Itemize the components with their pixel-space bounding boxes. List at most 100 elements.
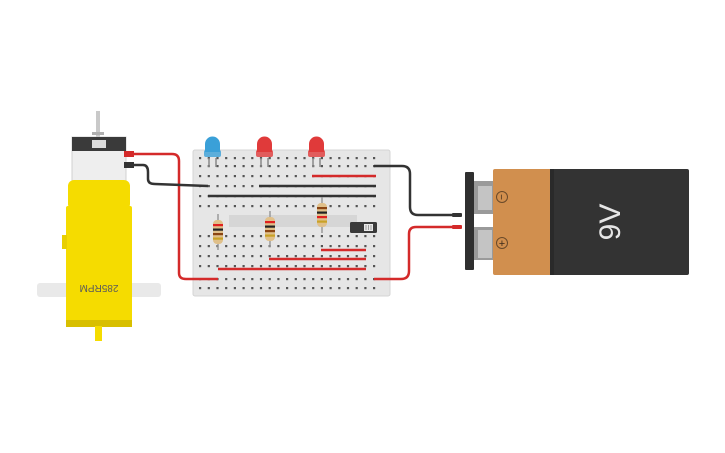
breadboard-hole[interactable] [286, 235, 289, 238]
breadboard-hole[interactable] [233, 205, 236, 208]
breadboard-hole[interactable] [251, 175, 254, 178]
breadboard-hole[interactable] [303, 287, 306, 290]
breadboard-hole[interactable] [216, 157, 219, 160]
breadboard-hole[interactable] [338, 245, 341, 248]
breadboard-hole[interactable] [242, 185, 245, 188]
breadboard-hole[interactable] [364, 235, 367, 238]
wire-battery-positive[interactable] [374, 225, 458, 281]
breadboard-hole[interactable] [225, 205, 228, 208]
breadboard-hole[interactable] [259, 255, 263, 258]
breadboard-hole[interactable] [233, 185, 236, 188]
breadboard-hole[interactable] [294, 245, 297, 248]
breadboard-hole[interactable] [225, 265, 228, 268]
battery-9v[interactable]: − + 9V [465, 169, 689, 275]
breadboard-hole[interactable] [346, 205, 350, 208]
breadboard-hole[interactable] [277, 255, 280, 258]
breadboard-hole[interactable] [373, 265, 376, 268]
breadboard-hole[interactable] [233, 287, 236, 290]
breadboard-hole[interactable] [233, 265, 236, 268]
breadboard-hole[interactable] [346, 287, 350, 290]
breadboard-hole[interactable] [277, 165, 280, 168]
breadboard-hole[interactable] [233, 278, 236, 281]
breadboard-hole[interactable] [320, 287, 323, 290]
breadboard-hole[interactable] [268, 205, 271, 208]
breadboard-hole[interactable] [259, 175, 263, 178]
breadboard-hole[interactable] [303, 165, 306, 168]
breadboard-hole[interactable] [233, 157, 236, 160]
breadboard-hole[interactable] [312, 265, 315, 268]
breadboard-hole[interactable] [312, 205, 315, 208]
breadboard-hole[interactable] [251, 235, 254, 238]
breadboard-hole[interactable] [199, 205, 202, 208]
breadboard-hole[interactable] [294, 235, 297, 238]
breadboard-hole[interactable] [199, 157, 202, 160]
breadboard-hole[interactable] [338, 205, 341, 208]
breadboard-hole[interactable] [373, 245, 376, 248]
breadboard-hole[interactable] [242, 265, 245, 268]
breadboard-hole[interactable] [320, 278, 323, 281]
breadboard-hole[interactable] [329, 205, 332, 208]
breadboard-hole[interactable] [346, 265, 350, 268]
breadboard-hole[interactable] [303, 205, 306, 208]
breadboard-hole[interactable] [251, 265, 254, 268]
breadboard-hole[interactable] [355, 265, 358, 268]
breadboard-hole[interactable] [259, 245, 263, 248]
breadboard-hole[interactable] [355, 205, 358, 208]
breadboard-hole[interactable] [233, 235, 236, 238]
breadboard-hole[interactable] [199, 265, 202, 268]
breadboard-hole[interactable] [320, 165, 323, 168]
breadboard-hole[interactable] [225, 255, 228, 258]
breadboard-hole[interactable] [294, 205, 297, 208]
breadboard-hole[interactable] [286, 278, 289, 281]
resistor-1[interactable] [213, 214, 223, 250]
breadboard-hole[interactable] [329, 265, 332, 268]
breadboard-hole[interactable] [329, 278, 332, 281]
slide-switch[interactable] [350, 222, 377, 233]
breadboard-hole[interactable] [216, 165, 219, 168]
breadboard-hole[interactable] [216, 205, 219, 208]
led-red-1[interactable] [256, 136, 273, 168]
breadboard-hole[interactable] [242, 205, 245, 208]
breadboard-hole[interactable] [320, 245, 323, 248]
breadboard-hole[interactable] [373, 287, 376, 290]
breadboard-hole[interactable] [242, 287, 245, 290]
breadboard-hole[interactable] [320, 157, 323, 160]
breadboard-hole[interactable] [329, 255, 332, 258]
breadboard-hole[interactable] [286, 265, 289, 268]
breadboard-hole[interactable] [373, 235, 376, 238]
breadboard-hole[interactable] [303, 265, 306, 268]
breadboard-hole[interactable] [251, 205, 254, 208]
breadboard-hole[interactable] [207, 245, 210, 248]
breadboard-hole[interactable] [216, 265, 219, 268]
breadboard-hole[interactable] [329, 245, 332, 248]
breadboard-hole[interactable] [373, 255, 376, 258]
breadboard-hole[interactable] [303, 235, 306, 238]
breadboard-hole[interactable] [364, 265, 367, 268]
breadboard-hole[interactable] [286, 245, 289, 248]
breadboard-hole[interactable] [199, 255, 202, 258]
breadboard-hole[interactable] [303, 175, 306, 178]
breadboard-hole[interactable] [251, 165, 254, 168]
breadboard-hole[interactable] [286, 175, 289, 178]
breadboard-hole[interactable] [268, 255, 271, 258]
breadboard-hole[interactable] [364, 287, 367, 290]
breadboard-hole[interactable] [277, 245, 280, 248]
breadboard-hole[interactable] [207, 185, 210, 188]
breadboard-hole[interactable] [355, 287, 358, 290]
breadboard-hole[interactable] [259, 287, 263, 290]
breadboard-hole[interactable] [346, 255, 350, 258]
breadboard-hole[interactable] [329, 287, 332, 290]
breadboard-hole[interactable] [312, 245, 315, 248]
breadboard-hole[interactable] [242, 157, 245, 160]
breadboard-hole[interactable] [225, 157, 228, 160]
breadboard-hole[interactable] [225, 185, 228, 188]
breadboard-hole[interactable] [364, 245, 367, 248]
breadboard-hole[interactable] [355, 245, 358, 248]
breadboard-hole[interactable] [312, 235, 315, 238]
breadboard-hole[interactable] [199, 195, 202, 198]
breadboard-hole[interactable] [312, 287, 315, 290]
motor-terminal-positive[interactable] [124, 151, 134, 157]
breadboard-hole[interactable] [277, 175, 280, 178]
breadboard-hole[interactable] [294, 278, 297, 281]
breadboard-hole[interactable] [277, 287, 280, 290]
